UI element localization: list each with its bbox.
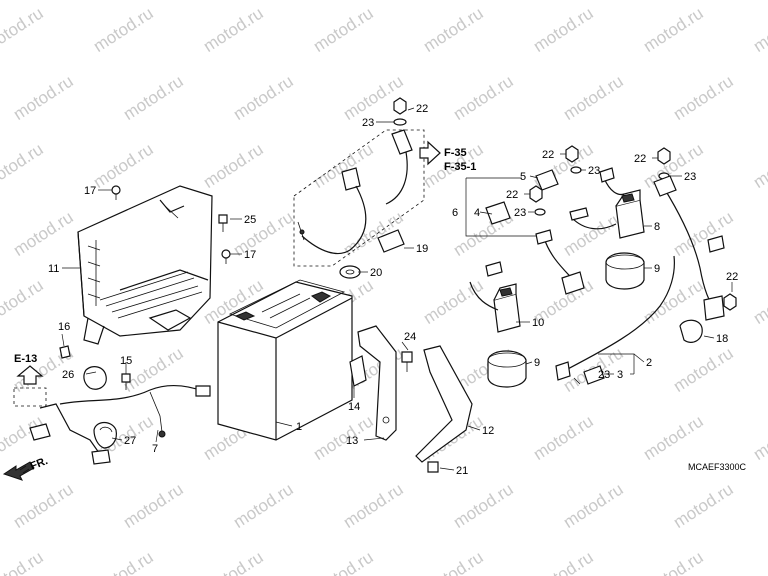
positive-cable[interactable]	[297, 129, 413, 255]
callout-9-lower: 9	[534, 357, 540, 369]
ref-f35[interactable]: F-35	[444, 147, 467, 159]
battery-box[interactable]	[77, 185, 213, 345]
callout-2: 2	[646, 357, 652, 369]
battery-stay-13[interactable]	[357, 325, 397, 441]
callout-22-far: 22	[726, 271, 738, 283]
callout-23-r2: 23	[684, 171, 696, 183]
callout-12: 12	[482, 425, 494, 437]
callout-24: 24	[404, 331, 416, 343]
callout-17-lower: 17	[244, 249, 256, 261]
e13-arrow-icon	[13, 365, 47, 407]
callout-21: 21	[456, 465, 468, 477]
bolt-25[interactable]	[218, 214, 228, 232]
nut-22-top[interactable]	[393, 97, 407, 115]
callout-22-mid: 22	[506, 189, 518, 201]
grommet-20[interactable]	[339, 265, 361, 279]
callout-23-low: 23	[598, 369, 610, 381]
callout-7: 7	[152, 443, 158, 455]
clamp-18[interactable]	[679, 319, 703, 343]
bolt-21[interactable]	[427, 461, 439, 473]
nut-22-mid[interactable]	[529, 185, 543, 203]
callout-19: 19	[416, 243, 428, 255]
callout-6: 6	[452, 207, 458, 219]
bolt-24[interactable]	[401, 351, 413, 372]
callout-23-mid: 23	[514, 207, 526, 219]
diagram-code: MCAEF3300C	[688, 462, 747, 472]
cover-12[interactable]	[415, 345, 473, 463]
f35-arrow-icon[interactable]	[419, 140, 441, 166]
bolt-17-upper[interactable]	[111, 185, 121, 200]
grommet-16[interactable]	[59, 345, 71, 359]
callout-23-r1: 23	[588, 165, 600, 177]
relay-10[interactable]	[493, 283, 521, 333]
clamp-19[interactable]	[377, 229, 405, 253]
rubber-14[interactable]	[349, 355, 367, 387]
callout-22-r1: 22	[542, 149, 554, 161]
callout-11: 11	[48, 263, 59, 275]
cap-5[interactable]	[535, 169, 559, 191]
front-direction-arrow-icon	[2, 461, 35, 481]
callout-26: 26	[62, 369, 74, 381]
nut-22-far[interactable]	[723, 293, 737, 311]
callout-14: 14	[348, 401, 360, 413]
callout-23-top: 23	[362, 117, 374, 129]
callout-16: 16	[58, 321, 70, 333]
front-label: FR.	[29, 455, 50, 473]
clamp-27[interactable]	[93, 421, 117, 449]
callout-9-upper: 9	[654, 263, 660, 275]
ref-e13[interactable]: E-13	[14, 353, 37, 365]
cover-9-upper[interactable]	[605, 252, 645, 290]
washer-23-r1[interactable]	[570, 166, 582, 174]
bracket-group-6	[465, 177, 544, 237]
callout-25: 25	[244, 214, 256, 226]
callout-3: 3	[617, 369, 623, 381]
callout-17-upper: 17	[84, 185, 96, 197]
leader-lines	[61, 107, 733, 471]
ref-f35-1[interactable]: F-35-1	[444, 161, 476, 173]
callout-15: 15	[120, 355, 132, 367]
callout-8: 8	[654, 221, 660, 233]
harness-7[interactable]	[29, 384, 211, 465]
callout-22-r2: 22	[634, 153, 646, 165]
bolt-17-lower[interactable]	[221, 249, 231, 264]
callout-20: 20	[370, 267, 382, 279]
relay-8[interactable]	[615, 189, 645, 239]
cable-3[interactable]	[573, 365, 605, 385]
callout-5: 5	[520, 171, 526, 183]
callout-13: 13	[346, 435, 358, 447]
cap-4[interactable]	[485, 201, 511, 225]
callout-18: 18	[716, 333, 728, 345]
cable-2[interactable]	[555, 175, 725, 381]
callout-10: 10	[532, 317, 544, 329]
callout-4: 4	[474, 207, 480, 219]
callout-22-top: 22	[416, 103, 428, 115]
bolt-15[interactable]	[121, 373, 131, 390]
callout-27: 27	[124, 435, 136, 447]
dashed-cable-box	[293, 129, 425, 267]
nut-22-r1[interactable]	[565, 145, 579, 163]
nut-22-r2[interactable]	[657, 147, 671, 165]
callout-1: 1	[296, 421, 302, 433]
callout-labels: 1 2 3 4 5 6 7 8 9 9 10 11 12 13 14 15 16…	[48, 103, 738, 477]
washer-23-mid[interactable]	[534, 208, 546, 216]
battery[interactable]	[217, 279, 353, 441]
cover-9-lower[interactable]	[487, 350, 527, 388]
relay-harness[interactable]	[469, 167, 625, 311]
washer-23-top[interactable]	[393, 118, 407, 126]
clamp-26[interactable]	[83, 366, 107, 390]
terminal-bracket[interactable]	[535, 207, 589, 245]
